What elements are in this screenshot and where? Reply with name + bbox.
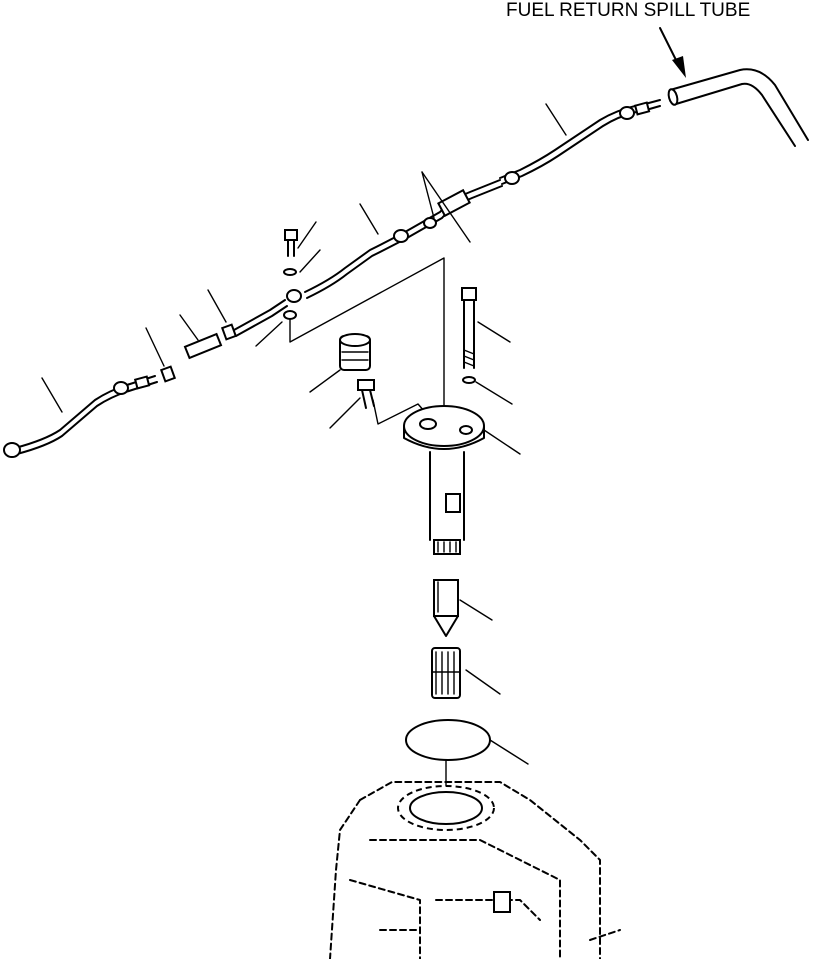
callout-arrow bbox=[659, 27, 686, 78]
hose-clip-parts bbox=[159, 299, 288, 383]
leader-lines bbox=[41, 103, 567, 765]
banjo-bolt-small bbox=[283, 229, 298, 320]
injector-body bbox=[403, 405, 485, 555]
long-bolt bbox=[461, 287, 477, 384]
o-ring bbox=[405, 719, 491, 761]
spill-tube-hose bbox=[667, 68, 809, 147]
fuel-return-spill-tube-label: FUEL RETURN SPILL TUBE bbox=[506, 0, 751, 21]
retaining-nut bbox=[431, 647, 461, 699]
nozzle-tip bbox=[433, 579, 459, 637]
cylinder-head bbox=[329, 781, 621, 959]
injector-cap bbox=[339, 333, 375, 409]
return-pipe-upper bbox=[499, 99, 661, 185]
return-pipe-lower-left bbox=[3, 375, 158, 458]
return-pipe-middle bbox=[286, 179, 503, 303]
